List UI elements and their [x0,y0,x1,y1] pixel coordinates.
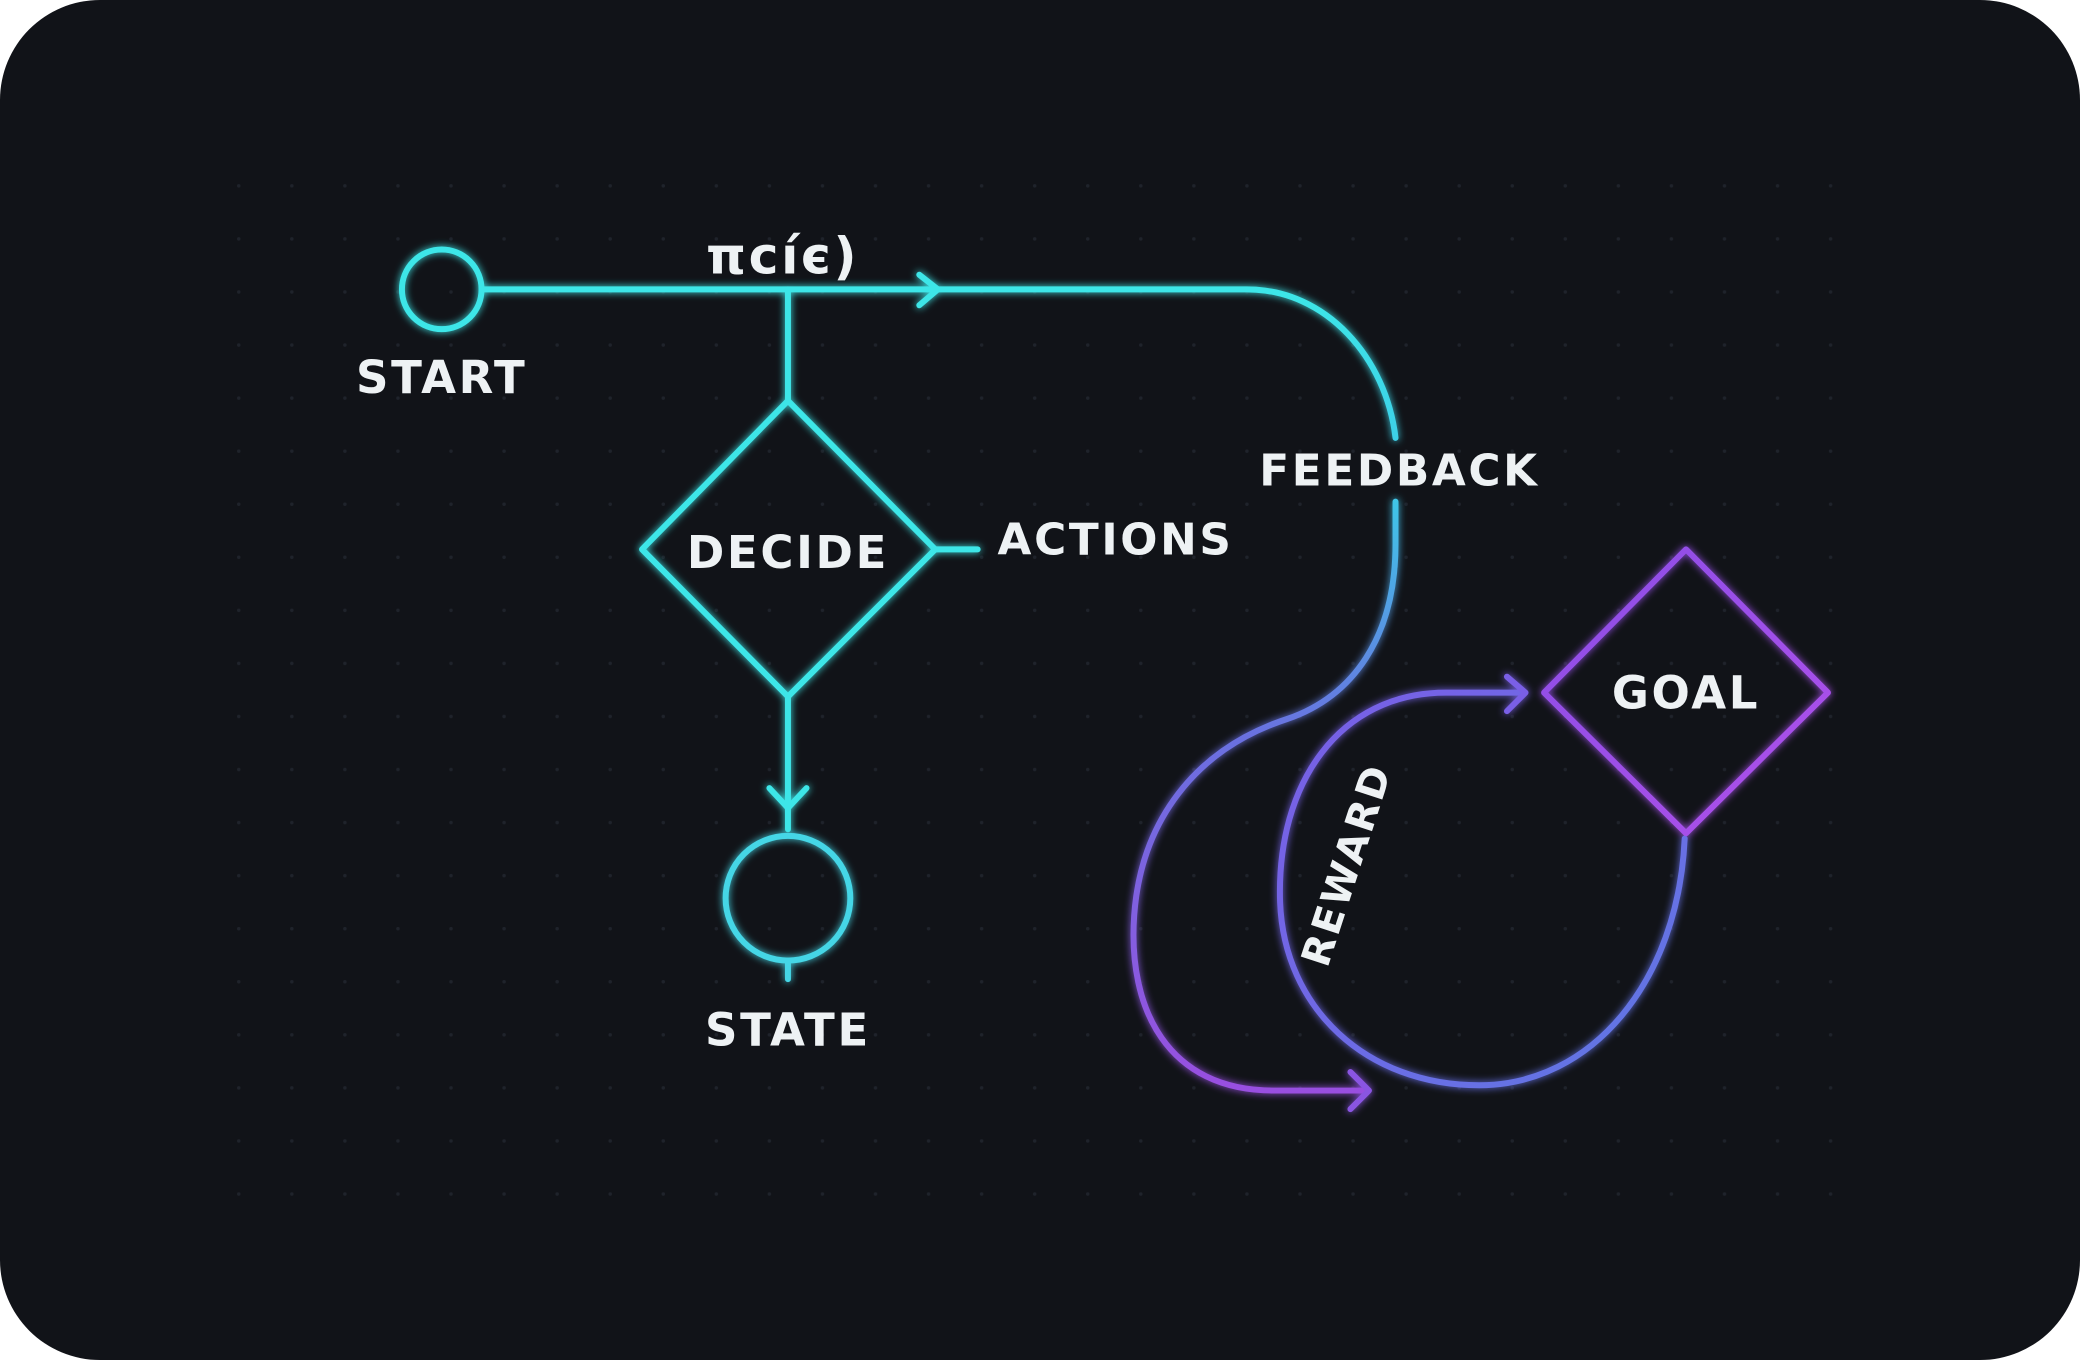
policy-edge [478,286,1399,441]
state-label: STATE [705,1003,871,1056]
reward-edge [1277,689,1688,1089]
goal-label: GOAL [1612,667,1760,720]
feedback-edge [1130,498,1399,1094]
feedback-label: FEEDBACK [1259,446,1540,497]
goal-node[interactable] [1541,546,1831,837]
arrow-right-icon [1503,673,1529,715]
arrow-right-icon [916,271,941,309]
arrow-right-icon [1347,1069,1372,1113]
policy-label: πcíє) [706,226,859,285]
start-label: START [356,351,527,404]
arrow-down-icon [766,785,810,811]
dot-grid [198,146,1871,1208]
decide-label: DECIDE [687,526,889,579]
actions-label: ACTIONS [998,515,1234,566]
start-node[interactable] [398,246,485,333]
